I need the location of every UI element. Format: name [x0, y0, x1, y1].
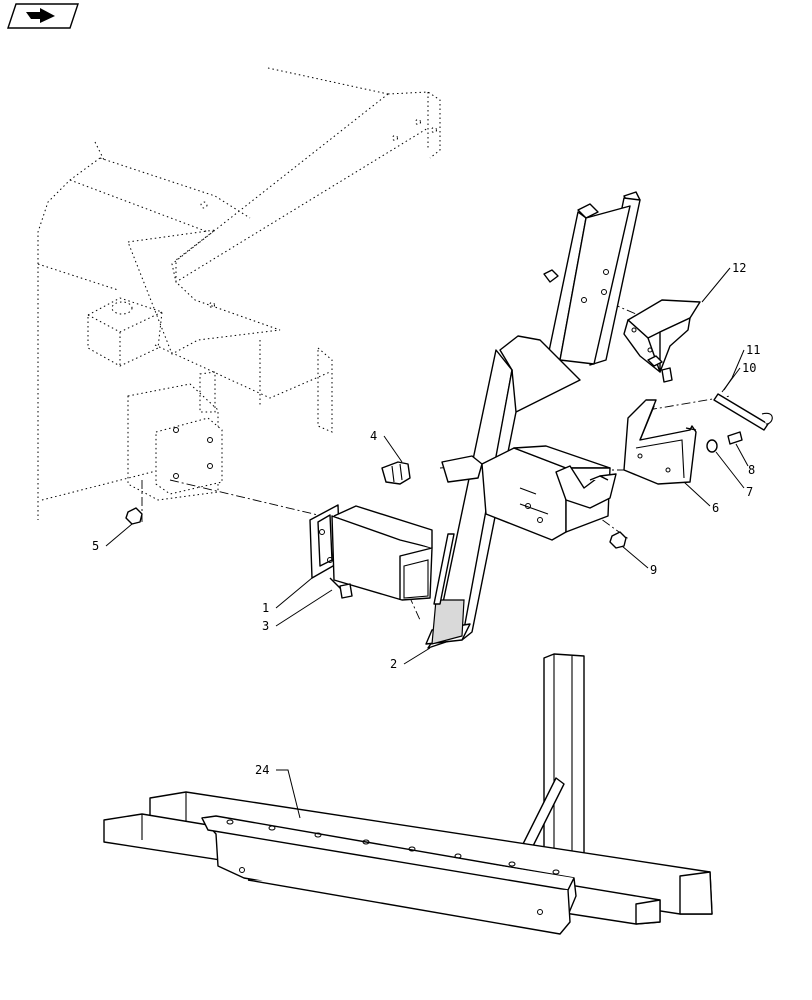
callout-10[interactable]: 10 [742, 361, 756, 375]
callout-4[interactable]: 4 [370, 429, 377, 443]
callout-2[interactable]: 2 [390, 657, 397, 671]
callout-12[interactable]: 12 [732, 261, 746, 275]
part-hardware-upper [543, 269, 673, 383]
part-stand-24 [103, 653, 713, 935]
callout-11[interactable]: 11 [746, 343, 760, 357]
nav-button[interactable] [7, 3, 79, 29]
part-bolt-8 [727, 431, 743, 445]
callout-6[interactable]: 6 [712, 501, 719, 515]
callout-8[interactable]: 8 [748, 463, 755, 477]
callout-1[interactable]: 1 [262, 601, 269, 615]
book-arrow-icon [26, 8, 55, 23]
callout-5[interactable]: 5 [92, 539, 99, 553]
frame-mount-plate [155, 417, 223, 495]
callout-7[interactable]: 7 [746, 485, 753, 499]
part-bolt [329, 577, 353, 599]
part-receiver-tube [309, 504, 433, 601]
part-nut-9 [609, 531, 627, 549]
part-hanger-6 [623, 399, 697, 485]
part-pin-10 [713, 377, 773, 431]
callout-9[interactable]: 9 [650, 563, 657, 577]
callout-3[interactable]: 3 [262, 619, 269, 633]
leader-lines [105, 267, 749, 819]
part-washer-7 [706, 439, 718, 453]
callout-24[interactable]: 24 [255, 763, 269, 777]
tractor-frame-phantom [37, 67, 441, 520]
part-fitting [381, 455, 483, 485]
callout-labels: 1 3 2 4 5 6 7 8 9 10 11 12 24 [92, 261, 760, 777]
part-jack-stand [425, 191, 641, 649]
part-nut-5 [125, 507, 143, 525]
